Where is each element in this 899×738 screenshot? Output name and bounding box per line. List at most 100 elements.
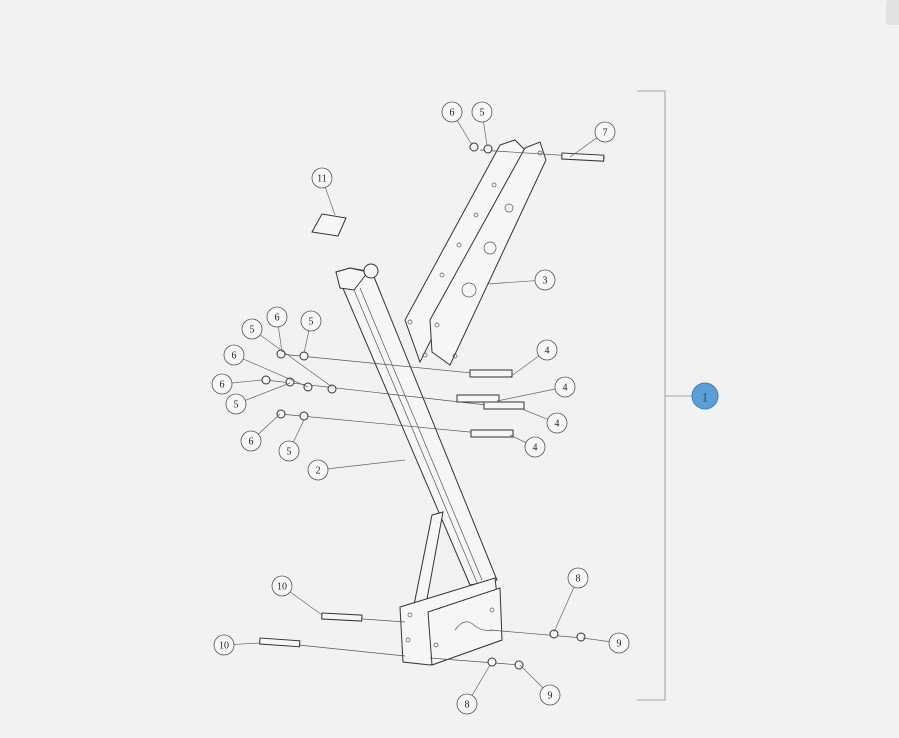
callout-number: 5 [309,317,314,328]
callout-number: 5 [480,108,485,119]
part-callout[interactable]: 4 [546,412,568,434]
callout-circle [211,373,233,395]
leader-line [245,382,291,401]
callout-circle [524,436,546,458]
callout-circle [278,440,300,462]
leader-line [231,379,263,384]
callout-circle [608,632,630,654]
leader-line [496,388,556,402]
part-callout[interactable]: 5 [241,318,263,340]
callout-circle [441,101,463,123]
part-callout[interactable]: 5 [225,393,247,415]
callout-circle [241,318,263,340]
callout-number: 5 [287,447,292,458]
callout-circle [240,430,262,452]
callout-number: 4 [533,443,538,454]
part-main-tube [335,263,498,611]
callout-number: 5 [250,325,255,336]
callout-number: 8 [576,574,581,585]
part-callout[interactable]: 2 [307,459,329,481]
part-callout[interactable]: 9 [539,684,561,706]
callout-circle [223,344,245,366]
callout-circle [225,393,247,415]
callout-circle [307,459,329,481]
part-callout[interactable]: 4 [524,436,546,458]
leader-line [521,408,548,420]
part-callout[interactable]: 11 [311,167,333,189]
callout-circle [567,567,589,589]
part-callout[interactable]: 10 [271,575,293,597]
part-callout[interactable]: 6 [211,373,233,395]
leader-line [456,120,473,146]
leader-line [303,330,310,354]
part-callout[interactable]: 6 [266,306,288,328]
callout-circle [213,634,235,656]
part-callout[interactable]: 5 [278,440,300,462]
leader-line [582,637,610,642]
assembly-label: 1 [702,390,709,405]
callout-circle [471,101,493,123]
callout-number: 6 [450,108,455,119]
callout-circle [456,693,478,715]
part-callout[interactable]: 8 [567,567,589,589]
part-callout[interactable]: 8 [456,693,478,715]
callout-circle [300,310,322,332]
callout-circle [311,167,333,189]
part-callout[interactable]: 4 [536,339,558,361]
part-callout[interactable]: 5 [471,101,493,123]
callout-number: 4 [563,383,568,394]
leader-line [278,326,283,353]
callout-number: 10 [277,582,287,593]
callout-circle [266,306,288,328]
callout-circle [546,412,568,434]
callout-number: 9 [617,639,622,650]
assembly-bracket [637,90,692,701]
part-callout[interactable]: 7 [594,121,616,143]
part-mount-bracket [404,139,547,366]
callout-number: 4 [555,419,560,430]
callout-number: 4 [545,346,550,357]
part-callout[interactable]: 4 [554,376,576,398]
leader-line [324,187,336,216]
leader-line [471,664,491,696]
leader-line [509,434,527,443]
callout-circle [271,575,293,597]
part-callout[interactable]: 6 [223,344,245,366]
part-callout[interactable]: 6 [441,101,463,123]
callout-number: 10 [219,641,229,652]
callout-circle [536,339,558,361]
part-callout[interactable]: 5 [300,310,322,332]
fastener-lines [259,142,606,670]
leader-line [289,591,323,616]
callout-number: 6 [220,380,225,391]
leader-line [553,586,575,633]
leader-line [486,280,536,285]
scrollbar-thumb[interactable] [886,0,899,25]
part-base-plates [399,577,503,666]
part-callout[interactable]: 6 [240,430,262,452]
leader-line [233,642,261,645]
leader-line [569,137,598,158]
leader-line [293,419,305,443]
leader-line [258,413,281,435]
callout-circle [539,684,561,706]
part-end-cap [311,213,347,237]
assembly-callout-1[interactable]: 1 [691,382,719,410]
callout-number: 6 [275,313,280,324]
part-callout[interactable]: 9 [608,632,630,654]
callout-number: 6 [232,351,237,362]
leader-line [483,121,488,146]
callout-number: 9 [548,691,553,702]
leader-line [243,358,309,388]
callout-circle [594,121,616,143]
callout-number: 5 [234,400,239,411]
leader-line [519,664,544,689]
callout-circle [554,376,576,398]
callout-number: 6 [249,437,254,448]
callout-number: 8 [465,700,470,711]
part-callout[interactable]: 3 [534,269,556,291]
part-callout[interactable]: 10 [213,634,235,656]
leader-line [509,355,540,378]
